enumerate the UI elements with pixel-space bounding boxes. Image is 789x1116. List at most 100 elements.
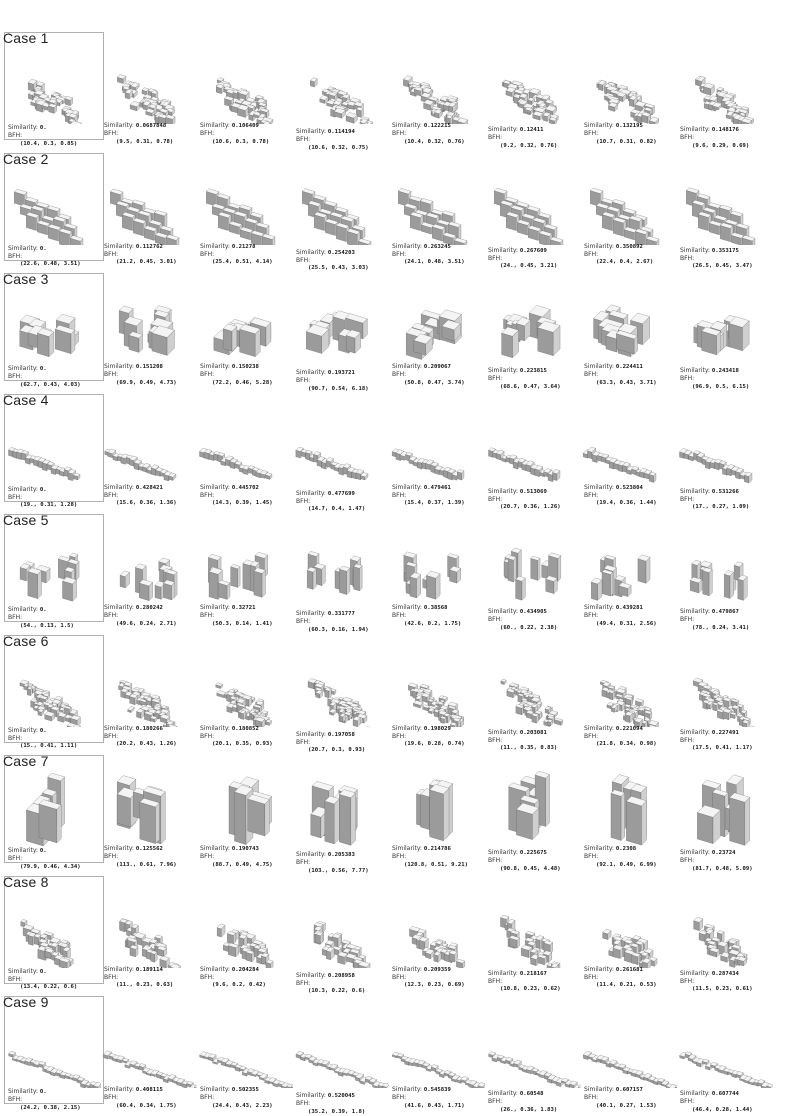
similarity-value: 0.203081 (519, 729, 547, 736)
building-block (417, 457, 426, 463)
building-block (447, 553, 460, 559)
bfh-value: (10.6, 0.32, 0.75) (308, 144, 369, 151)
building-block (28, 934, 34, 946)
building-massing-render (593, 304, 650, 358)
building-block (129, 101, 141, 107)
bfh-value: (113., 0.61, 7.96) (116, 861, 177, 868)
building-block (701, 326, 722, 336)
bfh-value: (25.4, 0.51, 4.14) (212, 259, 273, 266)
similarity-value: 0.287434 (711, 970, 739, 977)
building-block (119, 920, 125, 932)
building-block (208, 571, 219, 600)
building-block (324, 800, 335, 845)
building-block (326, 950, 331, 960)
similarity-value: 0.353175 (711, 247, 739, 254)
building-block (75, 561, 80, 581)
building-block (64, 222, 78, 229)
building-block (618, 582, 632, 589)
bfh-value: (26.5, 0.45, 3.47) (692, 263, 753, 270)
building-block (495, 449, 505, 455)
similarity-label: Similarity: (392, 604, 422, 611)
similarity-label: Similarity: (296, 851, 326, 858)
similarity-value: 0.112762 (135, 243, 163, 250)
similarity-label: Similarity: (104, 122, 134, 129)
building-block (644, 103, 655, 109)
building-block (319, 208, 333, 215)
bfh-label: BFH: (296, 256, 311, 264)
building-block (149, 715, 158, 720)
similarity-value: 0.434905 (519, 609, 547, 615)
building-block (218, 582, 228, 600)
building-block (119, 570, 130, 577)
building-block (522, 88, 532, 94)
building-block (507, 558, 514, 583)
building-block (345, 313, 368, 324)
building-block (62, 576, 77, 585)
bfh-value: (11., 0.35, 0.83) (500, 745, 558, 752)
building-massing-render (695, 75, 754, 124)
building-block (409, 195, 423, 202)
building-block (332, 100, 342, 106)
building-block (333, 107, 346, 115)
building-block (419, 683, 430, 689)
bfh-value: (54., 0.13, 1.5) (20, 622, 74, 629)
building-block (426, 570, 441, 579)
building-block (335, 206, 349, 213)
similarity-label: Similarity: (8, 244, 38, 252)
building-block (505, 86, 517, 93)
building-massing-render (610, 774, 647, 846)
bfh-label: BFH: (8, 734, 23, 742)
building-block (697, 193, 711, 200)
building-block (160, 791, 166, 845)
building-block (330, 698, 341, 704)
building-block (744, 471, 753, 477)
building-block (343, 711, 352, 716)
building-block (242, 694, 253, 700)
building-block (253, 567, 266, 574)
building-block (217, 579, 231, 586)
building-block (165, 114, 176, 120)
building-block (150, 464, 160, 469)
bfh-label: BFH: (392, 612, 407, 620)
building-block (649, 116, 659, 123)
building-block (36, 564, 51, 573)
bfh-label: BFH: (8, 132, 23, 140)
building-block (148, 104, 157, 109)
case-metrics: Similarity: 0.BFH:(22.6, 0.48, 3.51) (8, 245, 81, 269)
similarity-label: Similarity: (488, 126, 518, 133)
building-block (70, 234, 84, 241)
building-block (603, 564, 617, 572)
building-block (64, 566, 75, 573)
building-block (441, 319, 461, 330)
building-block (548, 552, 562, 559)
building-block (542, 111, 551, 117)
building-block (251, 229, 265, 236)
building-block (505, 196, 519, 203)
building-block (616, 330, 638, 340)
bfh-label: BFH: (488, 736, 503, 744)
building-block (116, 200, 130, 207)
building-block (336, 222, 350, 229)
bfh-label: BFH: (488, 1098, 503, 1106)
building-block (159, 108, 169, 114)
building-block (30, 697, 38, 702)
building-block (250, 707, 260, 712)
building-block (37, 328, 55, 337)
building-block (509, 454, 518, 459)
building-block (629, 215, 643, 222)
similarity-value: 0.214786 (423, 846, 451, 852)
similarity-value: 0.197058 (327, 731, 355, 738)
building-block (306, 566, 317, 573)
building-block (129, 693, 138, 698)
